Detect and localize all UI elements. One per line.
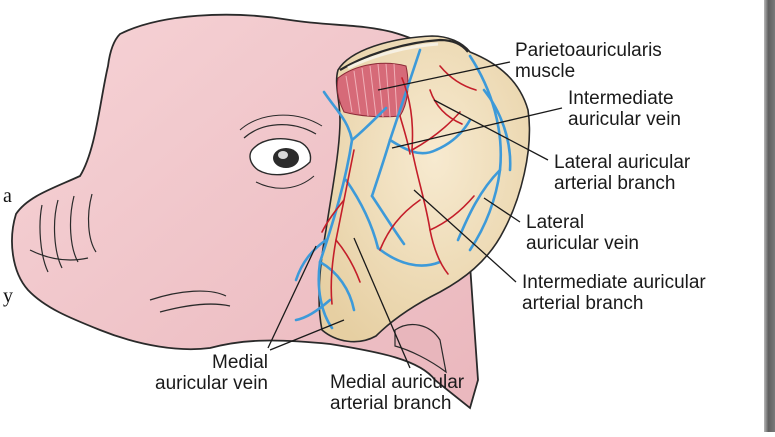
page-text-fragment: y <box>3 286 13 306</box>
label-text: auricular vein <box>116 373 268 394</box>
label-lateral-auricular-vein: Lateral auricular vein <box>526 212 639 254</box>
label-lateral-auricular-arterial-branch: Lateral auricular arterial branch <box>554 152 690 194</box>
label-text: auricular vein <box>526 233 639 254</box>
label-text: Intermediate <box>568 88 681 109</box>
label-intermediate-auricular-vein: Intermediate auricular vein <box>568 88 681 130</box>
label-medial-auricular-vein: Medial auricular vein <box>116 352 268 394</box>
label-text: Medial auricular <box>330 372 464 393</box>
label-text: Lateral auricular <box>554 152 690 173</box>
parietoauricularis-muscle <box>337 63 408 117</box>
label-parietoauricularis-muscle: Parietoauricularis muscle <box>515 40 662 82</box>
label-text: Intermediate auricular <box>522 272 706 293</box>
label-text: arterial branch <box>522 293 706 314</box>
label-text: Medial <box>116 352 268 373</box>
label-text: arterial branch <box>554 173 690 194</box>
label-text: arterial branch <box>330 393 464 414</box>
window-edge-scrollbar[interactable] <box>764 0 775 432</box>
label-intermediate-auricular-arterial-branch: Intermediate auricular arterial branch <box>522 272 706 314</box>
page-text-fragment: a <box>3 186 12 206</box>
label-medial-auricular-arterial-branch: Medial auricular arterial branch <box>330 372 464 414</box>
label-text: auricular vein <box>568 109 681 130</box>
label-text: muscle <box>515 61 662 82</box>
label-text: Parietoauricularis <box>515 40 662 61</box>
label-text: Lateral <box>526 212 639 233</box>
